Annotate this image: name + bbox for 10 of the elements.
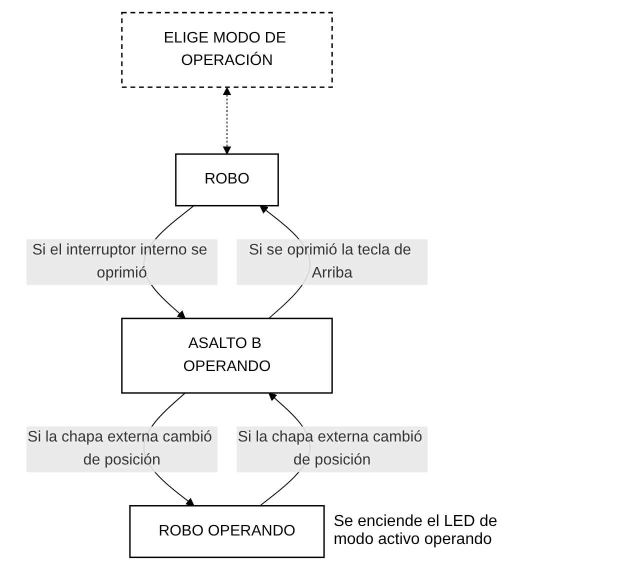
node-note: Se enciende el LED de modo activo operando xyxy=(334,513,498,550)
node-box: ASALTO B OPERANDO xyxy=(120,317,332,394)
edge-label: Si se oprimió la tecla de Arriba xyxy=(248,241,411,281)
edge-label: Si la chapa externa cambió de posición xyxy=(237,428,422,468)
arrow xyxy=(222,86,231,154)
node-box: ROBO OPERANDO xyxy=(128,504,324,558)
node-box: ROBO xyxy=(174,152,278,206)
node-box: ELIGE MODO DE OPERACIÓN xyxy=(120,11,332,88)
edge-label: Si el interruptor interno se oprimió xyxy=(32,241,207,281)
edge-label: Si la chapa externa cambió de posición xyxy=(27,428,212,468)
